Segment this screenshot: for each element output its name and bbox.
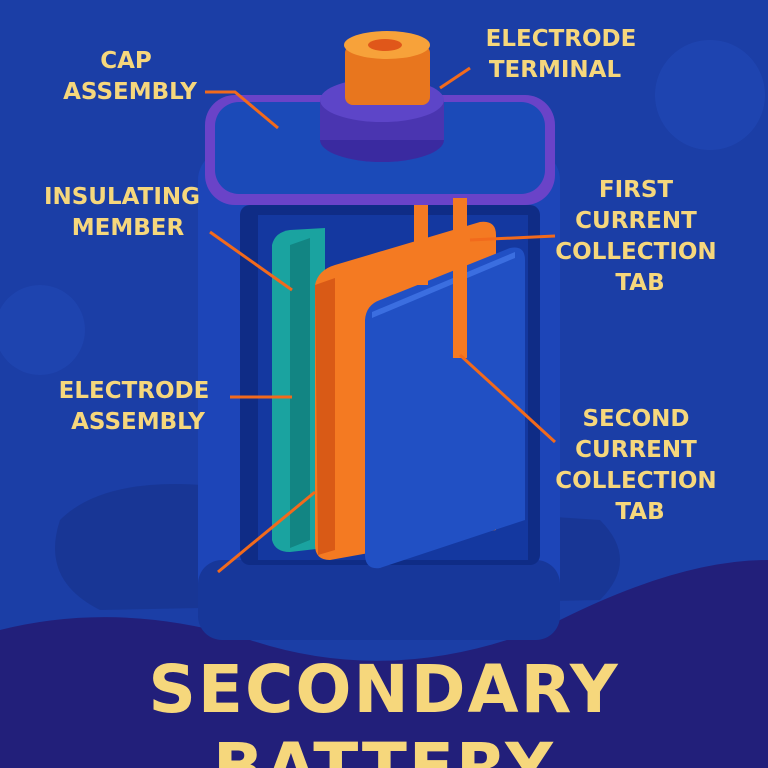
label-electrode-terminal: ELECTRODE TERMINAL (486, 26, 645, 83)
label-electrode-assembly: ELECTRODE ASSEMBLY (59, 378, 218, 435)
electrode-plate-blue (365, 247, 525, 569)
gear-icon (655, 40, 765, 150)
leader-second-tab (458, 353, 557, 444)
leader-case (217, 490, 316, 574)
leader-electrode-terminal (439, 66, 471, 90)
second-current-collection-tab (453, 198, 467, 358)
label-second-current-collection-tab: SECOND CURRENT COLLECTION TAB (555, 406, 724, 525)
gear-icon (0, 285, 85, 375)
electrode-terminal (320, 31, 444, 162)
leader-cap-assembly (205, 90, 279, 130)
label-insulating-member: INSULATING MEMBER (44, 184, 208, 241)
title-line-1: SECONDARY (148, 651, 619, 728)
title-line-2: BATTERY (213, 729, 555, 768)
leader-insulating-member (209, 230, 293, 292)
label-cap-assembly: CAP ASSEMBLY (63, 48, 197, 105)
label-first-current-collection-tab: FIRST CURRENT COLLECTION TAB (555, 177, 724, 296)
leader-first-tab (469, 234, 556, 242)
first-current-collection-tab (414, 205, 428, 285)
background-wave (0, 560, 768, 768)
